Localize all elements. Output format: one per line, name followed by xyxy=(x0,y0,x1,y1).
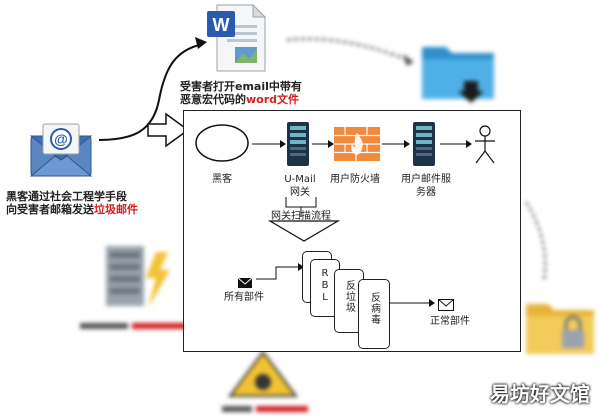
attacker-caption-line1: 黑客通过社会工程学手段 xyxy=(6,190,127,203)
attacker-caption-highlight: 垃圾邮件 xyxy=(94,203,138,216)
arrow-gateway-to-firewall xyxy=(312,140,334,148)
watermark: 易坊好文馆 xyxy=(490,382,590,406)
victim-caption-highlight: word文件 xyxy=(246,93,300,106)
user-icon xyxy=(472,125,498,165)
mail-server-icon xyxy=(412,121,436,167)
victim-caption: 受害者打开email中带有 恶意宏代码的word文件 xyxy=(180,80,330,106)
blurred-bottom-label xyxy=(222,400,312,412)
umail-server-icon xyxy=(286,121,310,167)
dashed-arrow-down xyxy=(520,200,560,290)
filter-card-antivirus: 反病毒 xyxy=(358,279,390,349)
gateway-overlay-panel: 黑客 U-Mail 网关 xyxy=(183,110,521,352)
biohazard-icon xyxy=(228,350,298,398)
attacker-caption-line2: 向受害者邮箱发送 xyxy=(6,203,94,216)
arrow-mailserver-to-user xyxy=(440,140,472,148)
svg-text:@: @ xyxy=(54,131,68,147)
svg-text:W: W xyxy=(213,15,230,35)
blurred-cc-label xyxy=(80,318,190,332)
victim-caption-line2: 恶意宏代码的 xyxy=(180,93,246,106)
hollow-arrow xyxy=(146,112,190,148)
all-mail-label: 所有部件 xyxy=(224,292,264,303)
mailserver-label: 用户邮件服 务器 xyxy=(401,174,451,198)
curved-arrow xyxy=(95,30,215,145)
arrow-scan-to-normal xyxy=(389,299,435,307)
filter-card-antivirus-label: 反病毒 xyxy=(368,292,380,325)
server-lightning-icon xyxy=(98,238,178,318)
all-mail-icon xyxy=(237,273,253,288)
hacker-label: 黑客 xyxy=(212,174,232,185)
locked-folder-icon xyxy=(522,290,598,360)
normal-mail-icon xyxy=(438,296,454,311)
firewall-icon xyxy=(334,127,380,161)
word-document-icon: W xyxy=(205,3,270,73)
down-arrow xyxy=(268,220,340,242)
victim-caption-line1: 受害者打开email中带有 xyxy=(180,80,302,93)
firewall-label: 用户防火墙 xyxy=(330,174,380,185)
arrow-firewall-to-mailserver xyxy=(382,140,410,148)
normal-mail-label: 正常部件 xyxy=(430,316,470,327)
filter-card-antispam-label: 反垃圾 xyxy=(343,280,355,313)
umail-label: U-Mail 网关 xyxy=(284,174,316,198)
bracket-connector xyxy=(285,197,317,217)
arrow-allmail-to-scan xyxy=(256,263,304,280)
email-icon: @ xyxy=(25,122,100,180)
filter-card-rbl-label: RBL xyxy=(319,268,331,304)
attacker-caption: 黑客通过社会工程学手段 向受害者邮箱发送垃圾邮件 xyxy=(6,190,156,216)
dashed-arrow-to-folder xyxy=(285,32,425,72)
folder-icon xyxy=(418,35,498,105)
arrow-hacker-to-gateway xyxy=(252,140,286,148)
gateway-scan-label: 网关扫描流程 xyxy=(271,211,331,222)
hacker-node xyxy=(194,123,250,163)
